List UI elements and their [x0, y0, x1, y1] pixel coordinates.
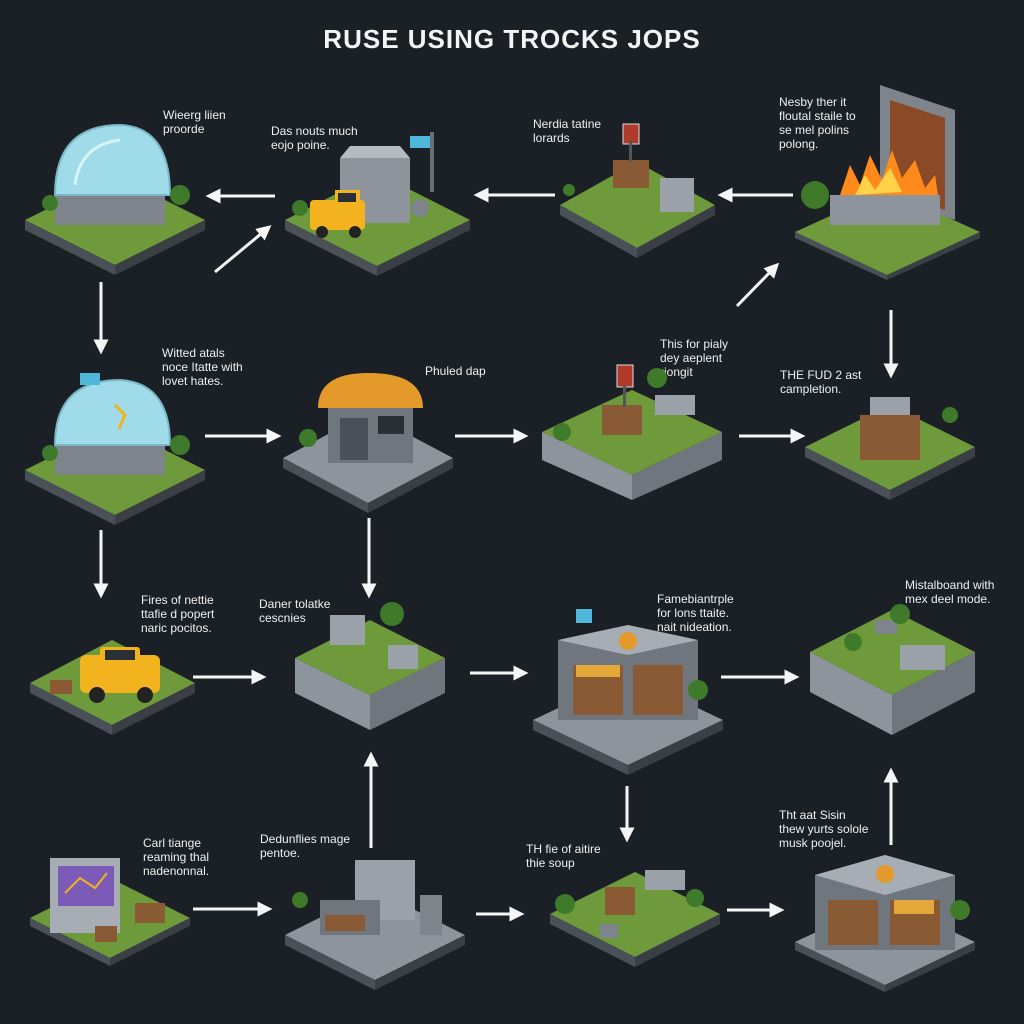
- node-label-n16: Tht aat Sisin thew yurts solole musk poo…: [779, 808, 869, 850]
- node-label-n12: Mistalboand with mex deel mode.: [905, 578, 995, 606]
- yard-sign-icon: [542, 364, 722, 500]
- node-label-n13: Carl tiange reaming thal nadenonnal.: [143, 836, 210, 878]
- node-label-n7: This for pialy dey aeplent riongit: [660, 337, 729, 379]
- node-label-n5: Witted atals noce Itatte with lovet hate…: [162, 346, 243, 388]
- arrow-up-right-2: [735, 262, 780, 308]
- workshop-icon: [283, 373, 453, 513]
- dome-icon: [25, 373, 205, 525]
- node-label-n11: Famebiantrple for lons ttaite. nait nide…: [657, 592, 734, 634]
- wood-house-icon: [805, 397, 975, 500]
- node-label-n2: Das nouts much eojo poine.: [271, 124, 358, 152]
- node-label-n8: THE FUD 2 ast campletion.: [780, 368, 862, 396]
- diagram-title: RUSE USING TROCKS JOPS: [323, 24, 701, 54]
- node-label-n9: Fires of nettie ttafie d popert naric po…: [141, 593, 215, 635]
- furnace-fire-icon: [795, 85, 980, 280]
- concrete-blocks-icon: [295, 602, 445, 730]
- computer-kiosk-icon: [30, 858, 190, 966]
- node-label-n15: TH fie of aitire thie soup: [526, 842, 601, 870]
- node-label-n4: Nesby ther it floutal staile to se mel p…: [779, 95, 856, 151]
- platform-icon: [810, 604, 975, 735]
- arrow-up-right-1: [214, 225, 272, 274]
- truck-icon: [30, 640, 195, 735]
- warehouse-icon: [533, 609, 723, 775]
- machine-yard-icon: [550, 870, 720, 967]
- node-label-n3: Nerdia tatine lorards: [533, 117, 602, 145]
- dome-icon: [25, 123, 205, 275]
- warehouse-icon: [795, 855, 975, 992]
- node-label-n14: Dedunflies mage pentoe.: [260, 832, 351, 860]
- garage-truck-icon: [285, 132, 470, 276]
- node-label-n1: Wieerg liien proorde: [163, 108, 226, 136]
- node-label-n6: Phuled dap: [425, 364, 486, 378]
- sign-crate-icon: [560, 123, 715, 258]
- node-label-n10: Daner tolatke cescnies: [259, 597, 331, 625]
- factory-icon: [285, 860, 465, 990]
